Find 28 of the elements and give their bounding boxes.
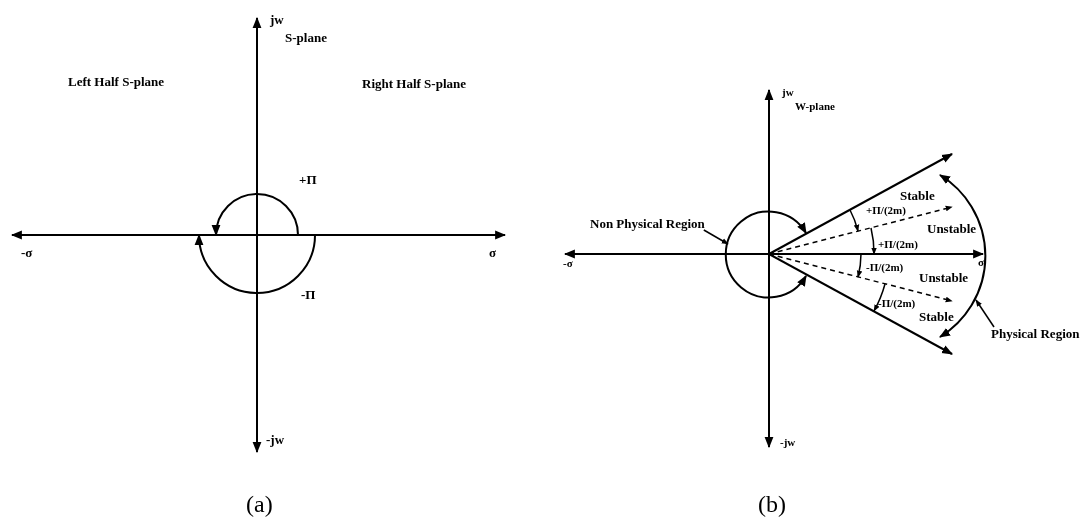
- angle-label: -Π/(2m): [878, 297, 916, 310]
- axis-label: -jw: [780, 436, 796, 449]
- leader-arrow: [703, 229, 729, 245]
- axis-label: -σ: [21, 245, 33, 260]
- region-label: Stable: [919, 309, 954, 324]
- angle-label: +Π/(2m): [878, 238, 918, 251]
- region-label: Physical Region: [991, 326, 1080, 341]
- axis-label: σ: [978, 256, 984, 269]
- region-label: Unstable: [919, 270, 969, 285]
- plane-label: S-plane: [285, 30, 327, 45]
- axis-label: σ: [489, 245, 497, 260]
- angle-label: -Π/(2m): [866, 261, 904, 274]
- axis-label: jw: [782, 86, 794, 99]
- panel-caption: (a): [246, 490, 273, 518]
- region-label: Stable: [900, 188, 935, 203]
- angle-label: +Π/(2m): [866, 204, 906, 217]
- angle-label: +Π: [299, 172, 317, 187]
- axis-label: -σ: [563, 257, 573, 270]
- axis-label: -jw: [266, 432, 285, 447]
- region-label: Right Half S-plane: [362, 76, 466, 91]
- angle-label: -Π: [301, 287, 316, 302]
- region-label: Left Half S-plane: [68, 74, 165, 89]
- region-label: Non Physical Region: [590, 216, 705, 231]
- leader-arrow: [975, 299, 995, 328]
- panel-caption: (b): [758, 490, 786, 518]
- plane-label: W-plane: [795, 100, 835, 113]
- region-label: Unstable: [927, 221, 977, 236]
- axis-label: jw: [270, 12, 284, 27]
